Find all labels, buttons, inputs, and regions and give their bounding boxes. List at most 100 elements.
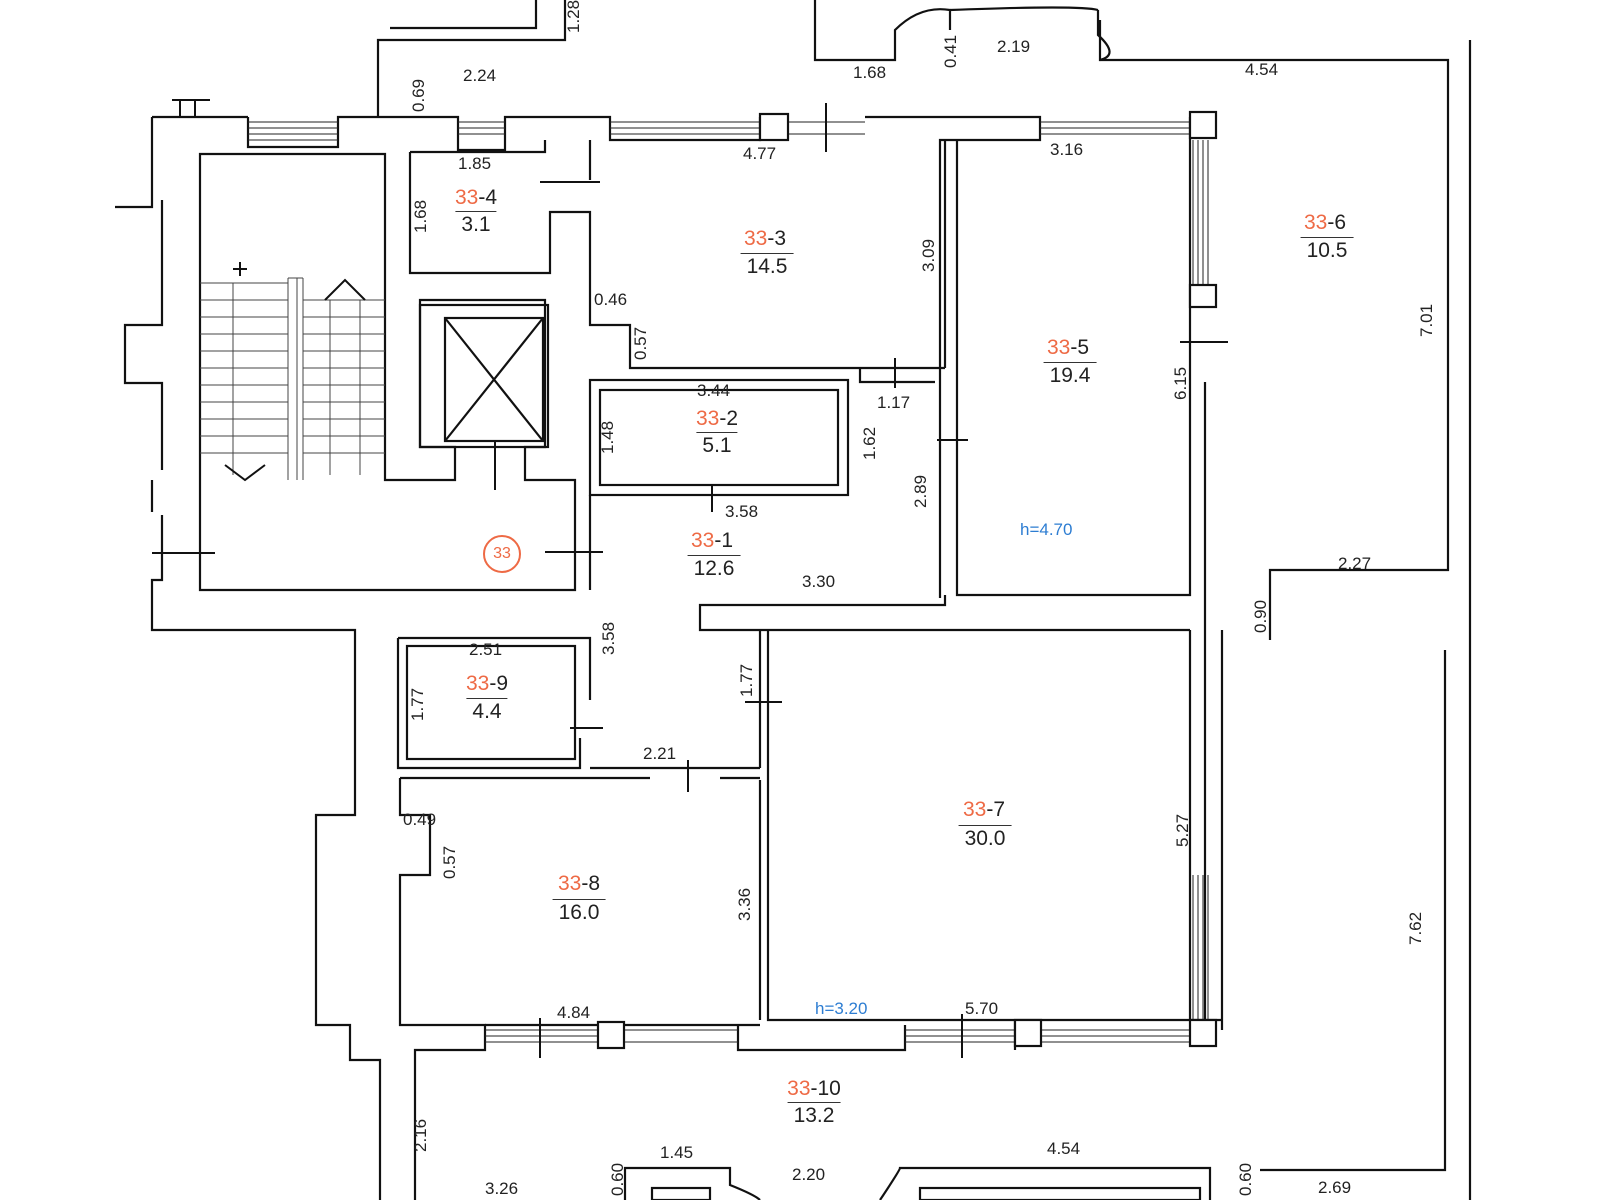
window-bottom-right [905, 1029, 1190, 1043]
wall-room-33-2 [588, 378, 850, 497]
window-top-mid [458, 121, 505, 135]
dimension: 0.41 [941, 34, 960, 68]
column-bottom-3 [1188, 1018, 1218, 1048]
room-suffix: -7 [986, 798, 1006, 821]
room-area-33-3: 14.5 [740, 253, 794, 279]
dimension: 6.15 [1171, 366, 1190, 400]
dimension: 2.51 [469, 640, 503, 659]
room-label-33-7: 33-7 [963, 799, 1005, 820]
room-label-33-3: 33-3 [744, 228, 786, 249]
dimension: 0.60 [1236, 1162, 1255, 1196]
dimension: 3.58 [599, 621, 618, 655]
dimension: 3.44 [697, 381, 731, 400]
wall-outline-left [115, 115, 382, 1200]
room-prefix: 33 [690, 529, 715, 552]
dimension: 4.54 [1245, 60, 1279, 79]
stair-up-arrow [324, 278, 366, 301]
room-area-33-8: 16.0 [552, 899, 606, 925]
dimension: 2.27 [1338, 554, 1372, 573]
room-area-33-1: 12.6 [687, 555, 741, 581]
room-label-33-10: 33-10 [787, 1078, 841, 1099]
column-right-1 [1188, 283, 1218, 309]
dimension: 2.19 [997, 37, 1031, 56]
ceiling-height-33-5: h=4.70 [1020, 520, 1073, 539]
door-tick-15 [172, 99, 210, 117]
column-bottom-1 [596, 1020, 626, 1050]
dimension: 3.09 [919, 238, 938, 272]
window-right-lower [1192, 875, 1209, 1020]
wall-room-33-5 [955, 140, 1207, 1030]
room-area-33-2: 5.1 [696, 432, 738, 458]
dimension: 3.16 [1050, 140, 1084, 159]
window-top-right [610, 121, 865, 135]
dimension: 2.16 [411, 1118, 430, 1152]
stair-treads-left [200, 282, 288, 454]
dimension: 2.69 [1318, 1178, 1352, 1197]
dimension: 2.89 [911, 474, 930, 508]
dimension: 2.20 [792, 1165, 826, 1184]
dimension: 1.45 [660, 1143, 694, 1162]
room-prefix: 33 [695, 407, 720, 430]
dimension: 0.57 [631, 326, 650, 360]
elevator-shaft [418, 303, 550, 449]
wall-bay-right-inner [918, 1186, 1202, 1200]
dimension: 1.77 [737, 663, 756, 697]
window-bottom-left [485, 1029, 738, 1043]
room-prefix: 33 [962, 798, 987, 821]
wall-bay-left [623, 1166, 761, 1200]
room-prefix: 33 [557, 872, 582, 895]
dimension: 0.90 [1251, 599, 1270, 633]
dimension: 5.27 [1173, 813, 1192, 847]
room-prefix: 33 [1046, 336, 1071, 359]
dimension: 3.58 [725, 502, 759, 521]
wall-bay-right [879, 1166, 1212, 1200]
dimension: 1.48 [598, 420, 617, 454]
dimension: 0.60 [608, 1162, 627, 1196]
dimension: 0.69 [409, 78, 428, 112]
dimension: 1.68 [853, 63, 887, 82]
wall-room-33-9 [396, 636, 760, 770]
room-area-33-4: 3.1 [455, 211, 497, 237]
room-label-33-2: 33-2 [696, 408, 738, 429]
room-prefix: 33 [465, 672, 490, 695]
room-suffix: -8 [581, 872, 601, 895]
room-label-33-6: 33-6 [1304, 212, 1346, 233]
stair-start-mark [233, 262, 247, 276]
room-area-33-6: 10.5 [1300, 237, 1354, 263]
room-suffix: -6 [1327, 211, 1347, 234]
room-prefix: 33 [787, 1077, 811, 1100]
room-suffix: -9 [489, 672, 509, 695]
stair-columns [232, 283, 361, 475]
stair-rails [287, 277, 304, 480]
elevator-cross [444, 317, 544, 442]
dimension: 4.77 [743, 144, 777, 163]
dimension: 7.01 [1417, 303, 1436, 337]
room-label-33-8: 33-8 [558, 873, 600, 894]
room-label-33-4: 33-4 [455, 187, 497, 208]
dimension: 0.46 [594, 290, 628, 309]
room-prefix: 33 [454, 186, 479, 209]
room-suffix: -4 [478, 186, 498, 209]
room-area-33-5: 19.4 [1043, 362, 1097, 388]
wall-outline-left-inner [198, 152, 577, 592]
dimension: 1.68 [411, 199, 430, 233]
dimension: 5.70 [965, 999, 999, 1018]
dimension: 4.84 [557, 1003, 591, 1022]
room-suffix: -5 [1070, 336, 1090, 359]
window-right-upper [1192, 140, 1209, 285]
room-suffix: -10 [810, 1077, 841, 1100]
room-label-33-9: 33-9 [466, 673, 508, 694]
dimension: 7.62 [1406, 911, 1425, 945]
wall-room-33-2-inner [598, 388, 840, 487]
room-label-33-5: 33-5 [1047, 337, 1089, 358]
wall-top-outer [376, 0, 1472, 1200]
room-label-33-1: 33-1 [691, 530, 733, 551]
room-area-33-10: 13.2 [787, 1102, 841, 1128]
wall-bottom [485, 1018, 1222, 1052]
room-area-33-9: 4.4 [466, 698, 508, 724]
dimension: 3.26 [485, 1179, 519, 1198]
ceiling-height-33-7: h=3.20 [815, 999, 868, 1018]
room-prefix: 33 [1303, 211, 1328, 234]
wall-room-33-9-inner [405, 644, 577, 761]
